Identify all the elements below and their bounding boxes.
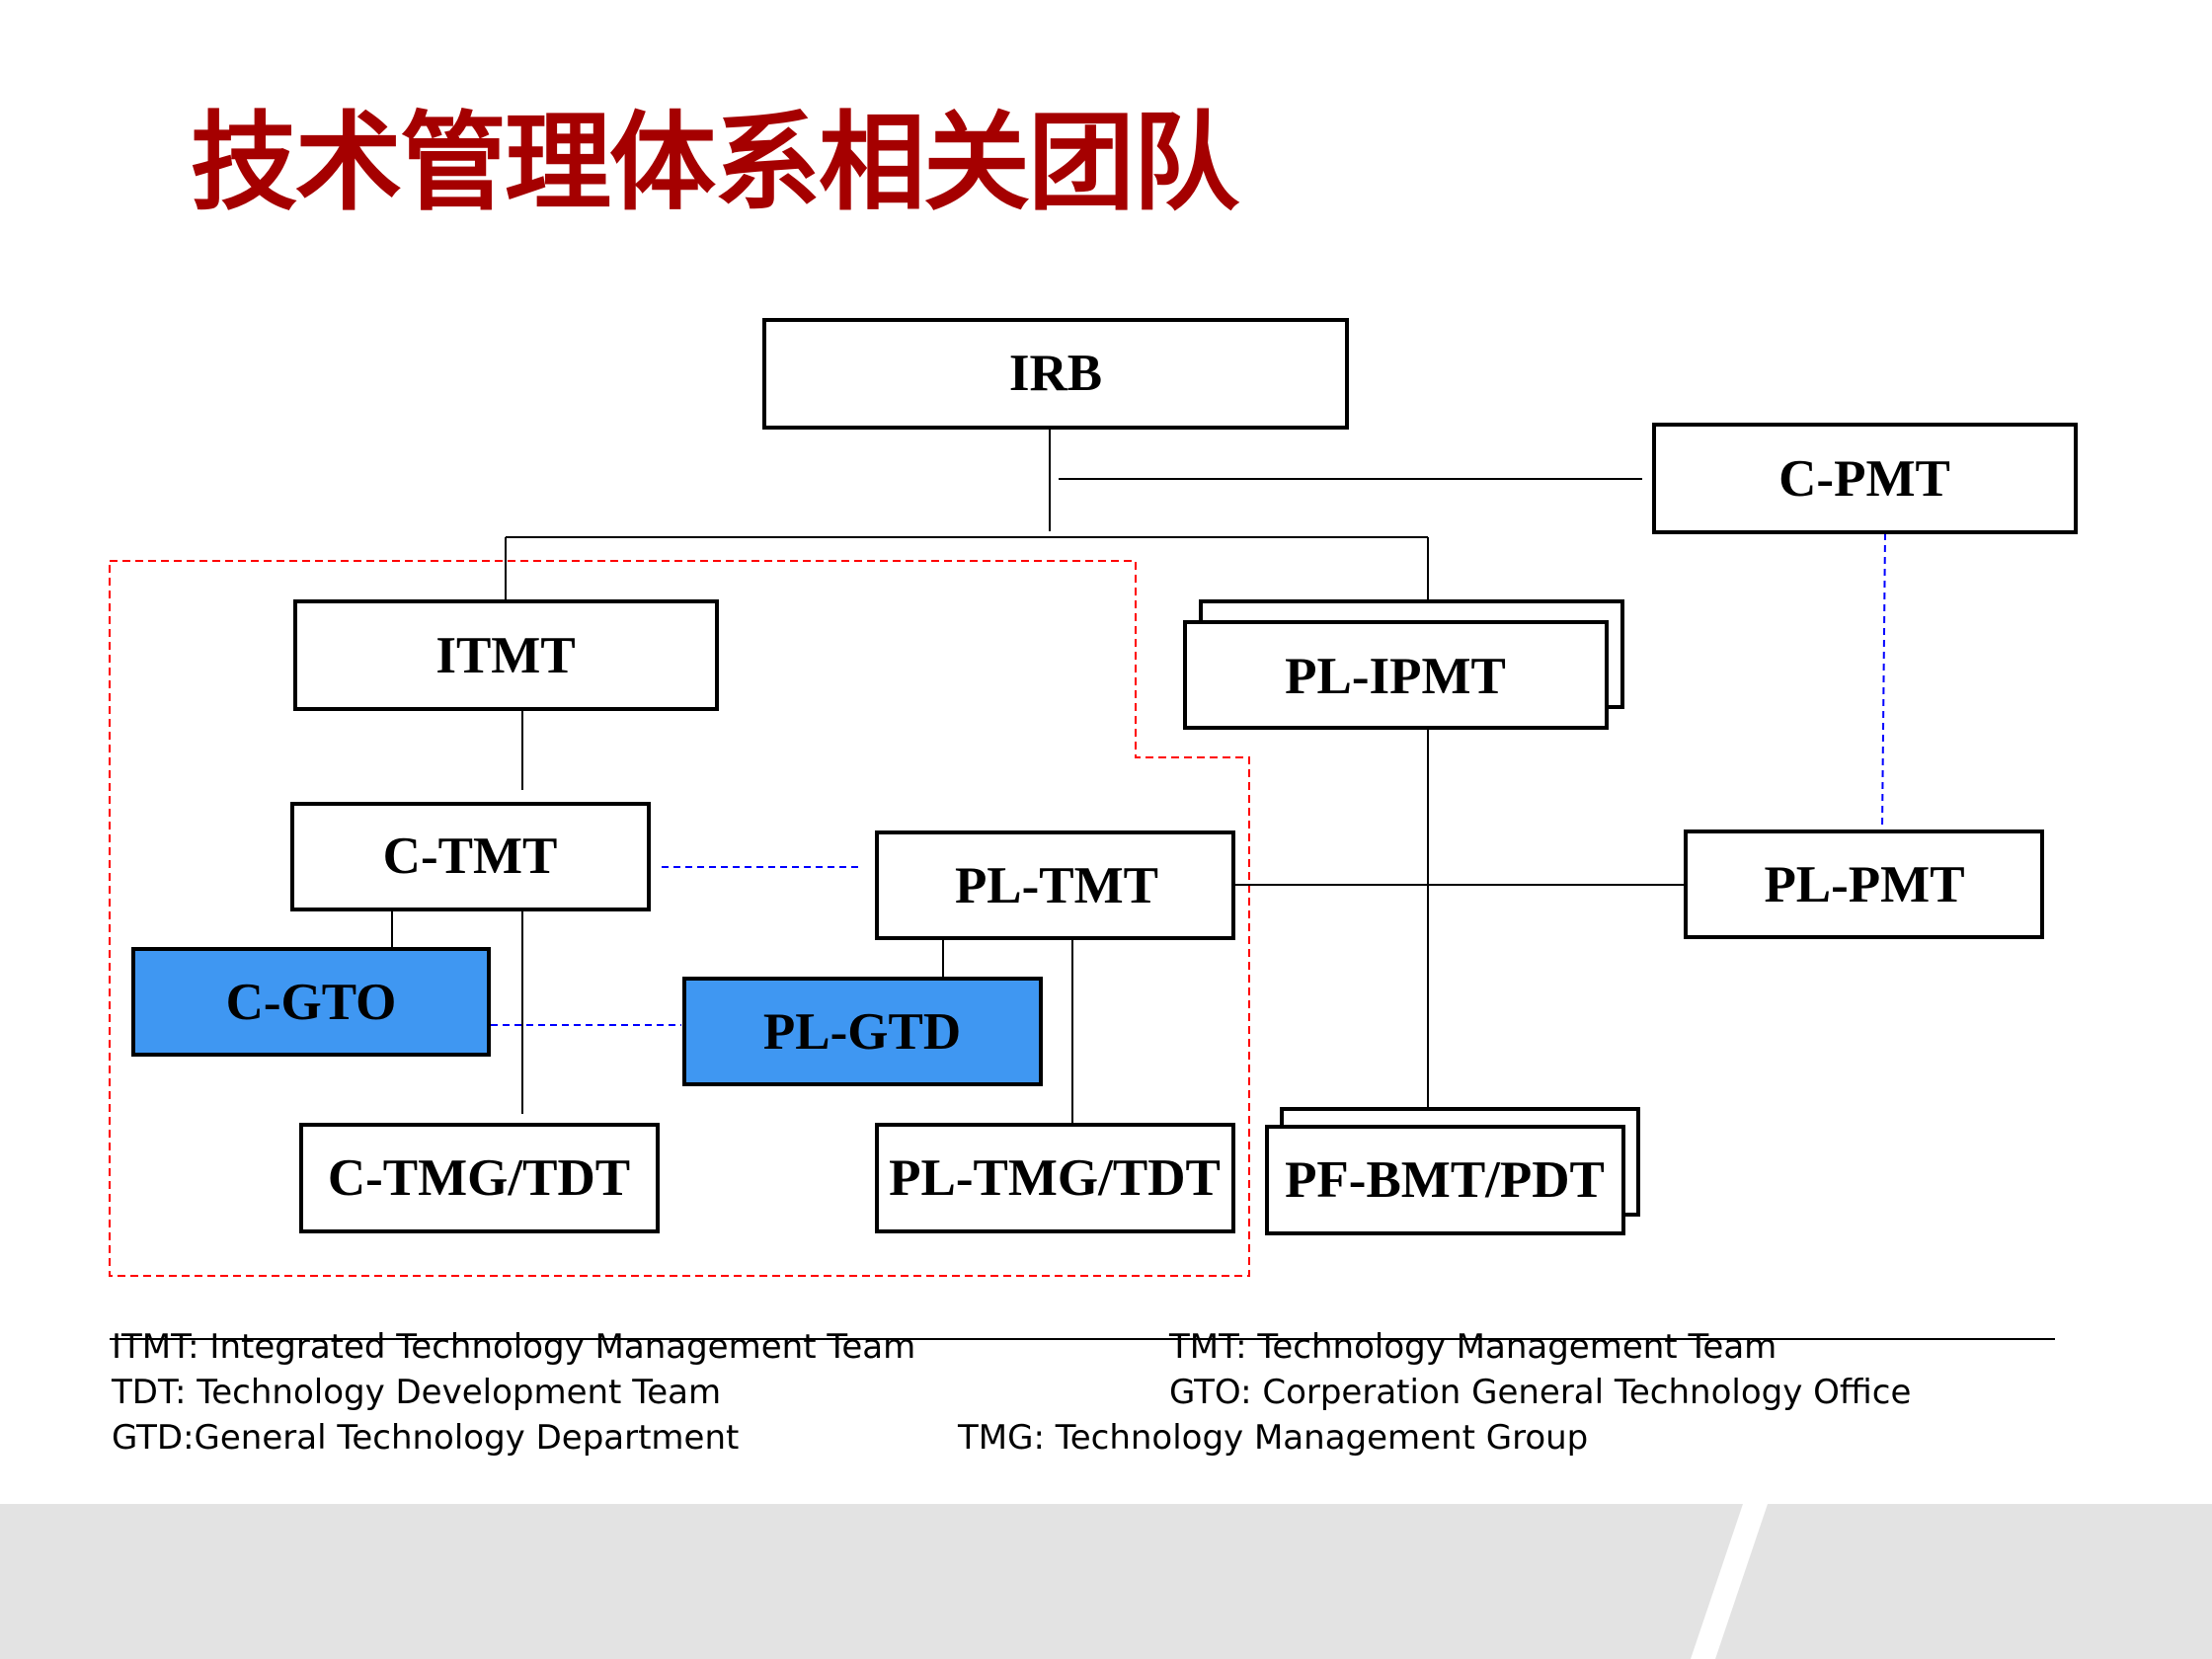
node-label: C-TMG/TDT [328,1149,630,1207]
slide-title: 技术管理体系相关团队 [191,102,1239,225]
node-label: C-GTO [226,974,397,1031]
node-pltmg: PL-TMG/TDT [875,1123,1235,1233]
node-label: PL-TMT [955,857,1158,914]
node-label: PL-GTD [763,1003,961,1061]
node-ctmg: C-TMG/TDT [299,1123,660,1233]
node-plgtd: PL-GTD [682,977,1043,1086]
node-itmt: ITMT [293,599,719,711]
node-plipmt: PL-IPMT [1183,599,1624,730]
dashed-connectors [491,532,1886,1026]
legend-tdt: TDT: Technology Development Team [112,1373,722,1412]
node-label: PF-BMT/PDT [1285,1151,1605,1209]
node-irb: IRB [762,318,1349,430]
node-label: ITMT [435,627,575,684]
legend-gto: GTO: Corperation General Technology Offi… [1169,1373,1912,1412]
legend-gtd: GTD:General Technology Department [112,1418,740,1458]
node-pltmt: PL-TMT [875,830,1235,940]
node-cgto: C-GTO [131,947,491,1057]
node-ctmt: C-TMT [290,802,651,911]
node-cpmt: C-PMT [1652,423,2078,534]
legend-tmt: TMT: Technology Management Team [1169,1327,1778,1367]
dashed-cpmt-plpmt [1881,532,1886,830]
legend-itmt: ITMT: Integrated Technology Management T… [112,1327,916,1367]
node-label: C-PMT [1778,450,1950,508]
node-pfbmt: PF-BMT/PDT [1265,1107,1640,1235]
solid-connectors [391,428,1686,1124]
legend-tmg: TMG: Technology Management Group [958,1418,1589,1458]
node-plpmt: PL-PMT [1684,830,2044,939]
node-label: PL-PMT [1764,856,1964,913]
red-dashed-boundary [109,560,1250,1277]
node-label: PL-TMG/TDT [889,1149,1221,1207]
footer-band [0,1504,2212,1659]
node-label: C-TMT [383,828,558,885]
node-label: PL-IPMT [1285,648,1506,705]
node-label: IRB [1009,345,1102,402]
